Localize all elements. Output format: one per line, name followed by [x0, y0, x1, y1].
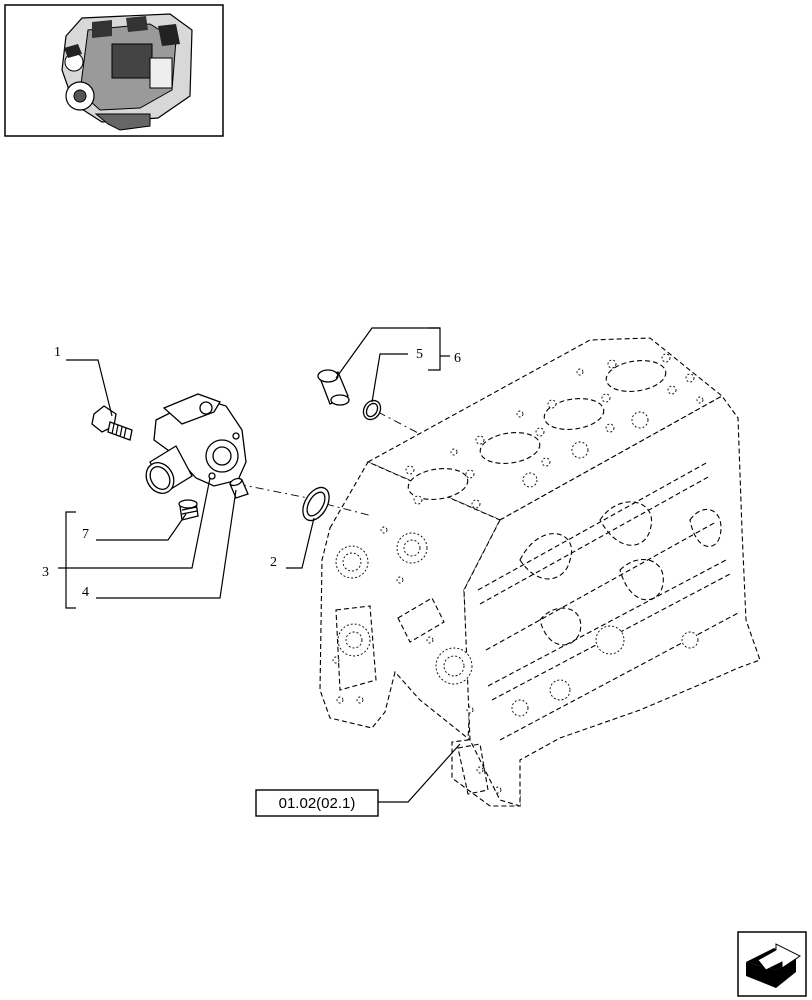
engine-thumbnail[interactable]	[4, 4, 224, 137]
engine-thumbnail-icon	[61, 13, 193, 131]
callout-3: 3	[42, 565, 49, 580]
engine-block	[319, 337, 761, 807]
reference-link[interactable]: 01.02(02.1)	[255, 789, 379, 817]
callout-labels: 1 2 3 4 5 6 7	[42, 345, 461, 600]
plug-part-7[interactable]	[178, 499, 199, 521]
o-ring-part-5[interactable]	[360, 397, 384, 422]
next-page-arrow-icon	[746, 943, 801, 988]
sleeve-part-6[interactable]	[317, 369, 350, 406]
callout-2: 2	[270, 555, 277, 570]
reference-label: 01.02(02.1)	[279, 795, 356, 812]
head-bolt-holes	[405, 353, 704, 509]
thermostat-housing-part-3[interactable]	[141, 393, 247, 498]
next-page-button[interactable]	[737, 931, 807, 997]
seal-ring-part-2[interactable]	[297, 483, 334, 525]
callout-5: 5	[416, 347, 423, 362]
callout-4: 4	[82, 585, 89, 600]
pin-part-4[interactable]	[229, 477, 249, 499]
callout-7: 7	[82, 527, 89, 542]
callout-6: 6	[454, 351, 461, 366]
callout-1: 1	[54, 345, 61, 360]
leader-lines	[58, 327, 461, 803]
bolt-part-1[interactable]	[91, 405, 133, 441]
